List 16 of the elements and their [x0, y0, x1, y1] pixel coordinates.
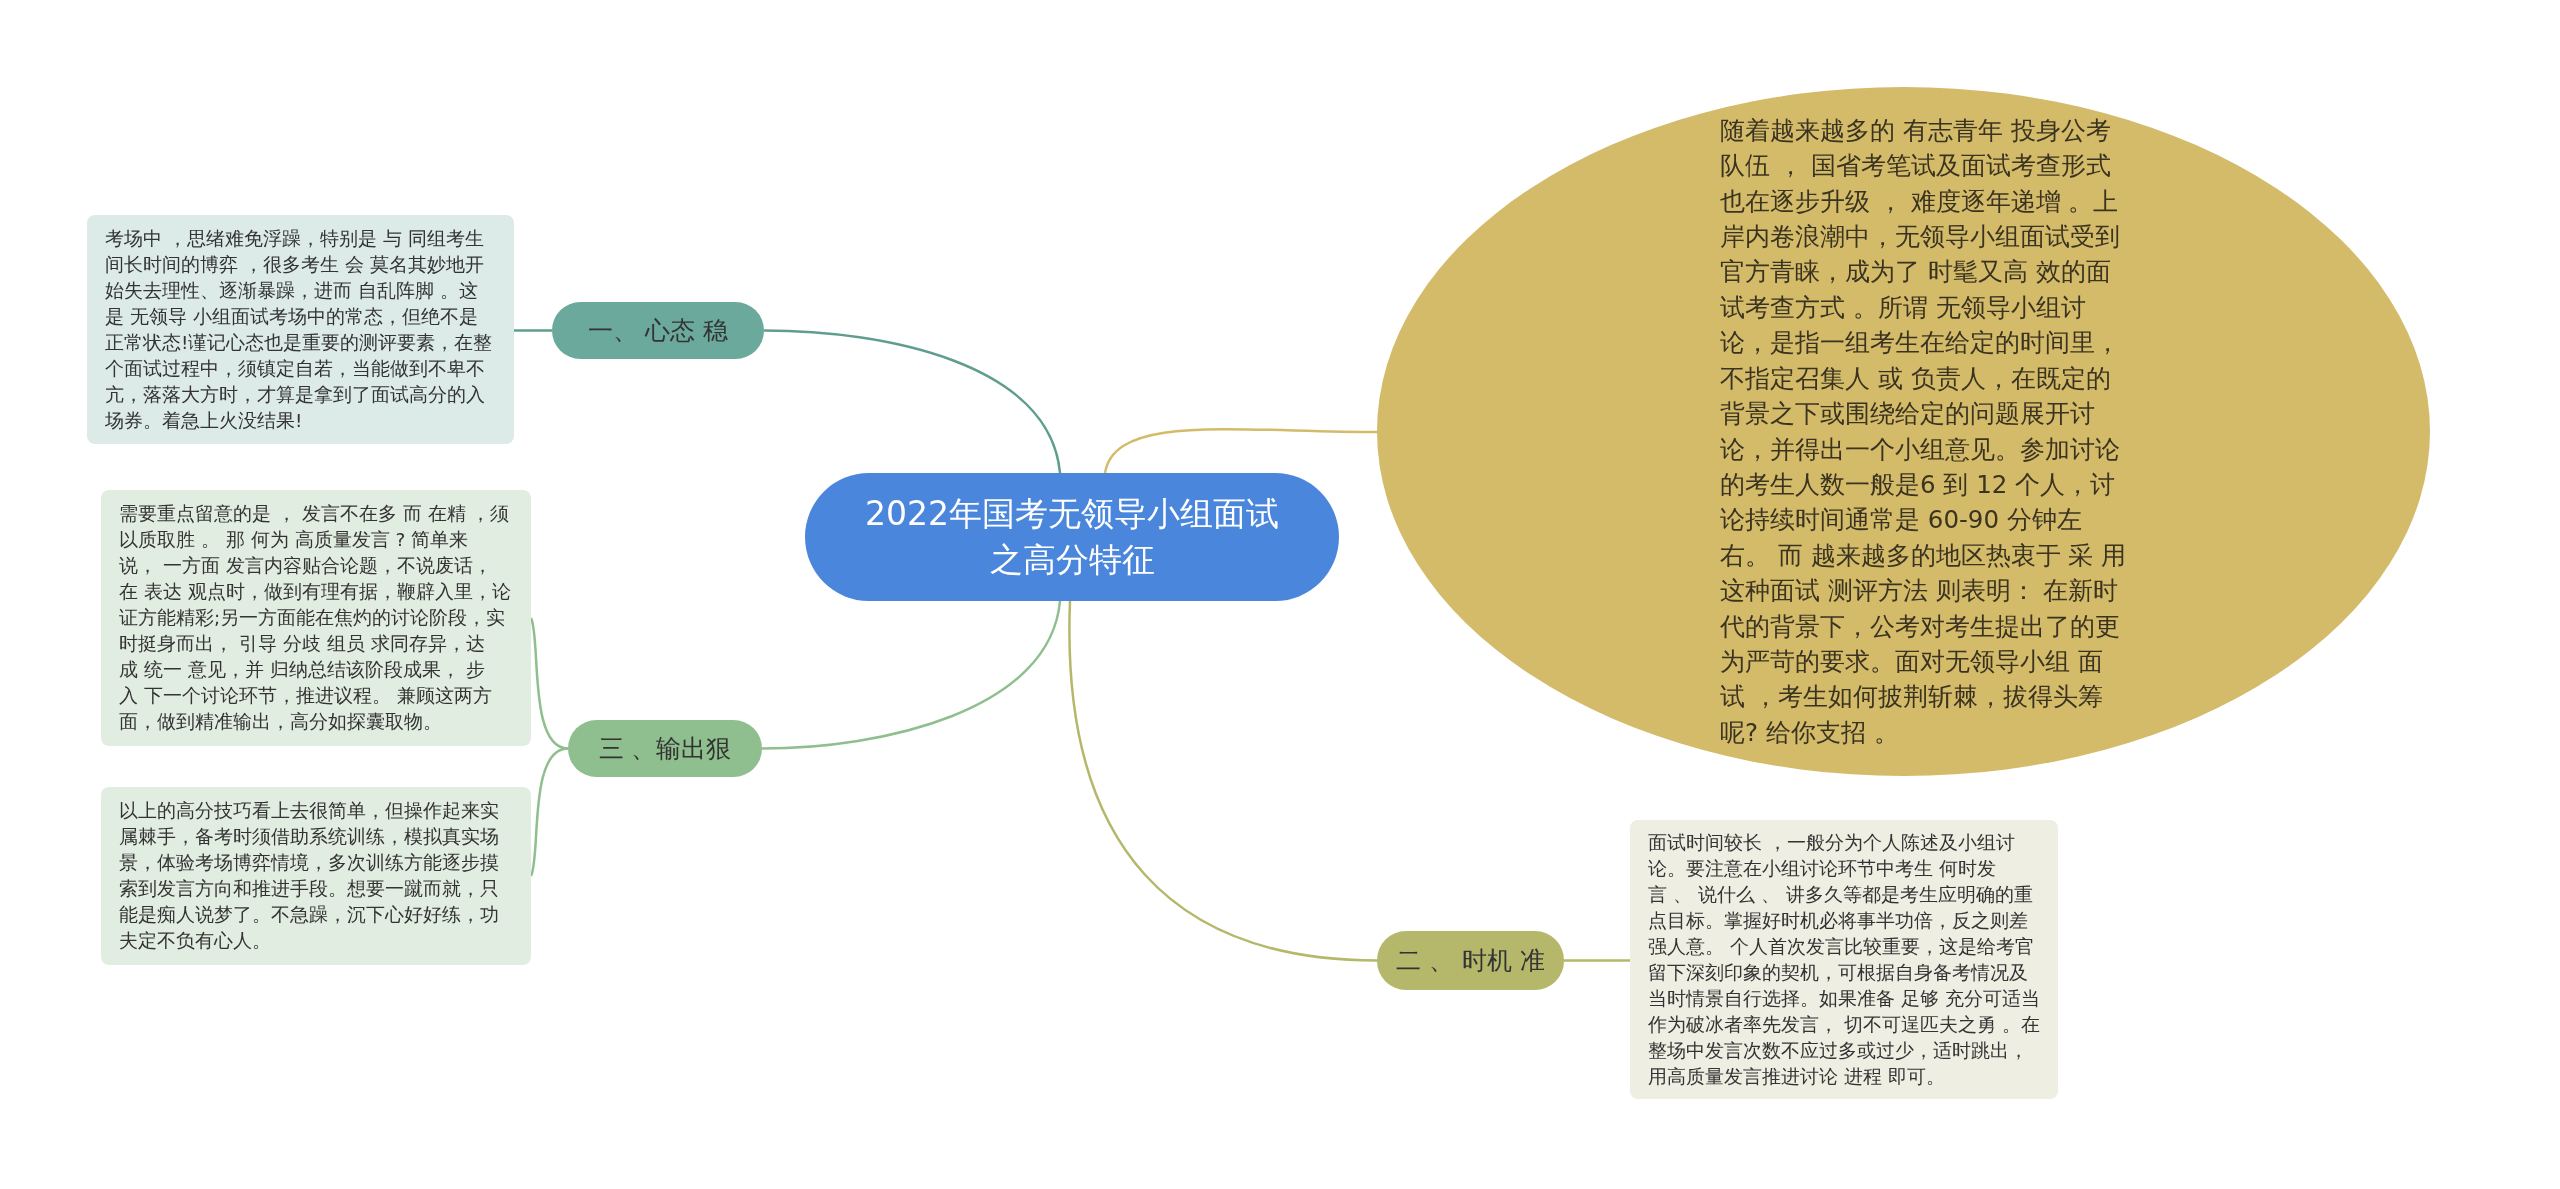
central-topic-box: 2022年国考无领导小组面试之高分特征 [805, 473, 1339, 601]
branch-topic-box: 二 、 时机 准 [1377, 931, 1564, 990]
oval-topic: 随着越来越多的 有志青年 投身公考队伍 ， 国省考笔试及面试考查形式也在逐步升级 ， 难度逐年递增 。上岸内卷浪潮中，无领导小组面试受到官方青睐，成为了 时髦又高 效的面试考查方式 。所谓 无领导小组讨论，是指一组考生在给定的时间里，不指定召集人 或 负责人，在既定的背景之下或围绕给定的问题展开讨论，并得出一个小组意见。参加讨论的考生人数一般是6 到 12 个人，讨论持续时间通常是 60-90 分钟左右。 而 越来越多的地区热衷于 采 用这种面试 测评方法 则表明： 在新时代的背景下，公考对考生提出了的更为严苛的要求。面对无领导小组 面试 ，考生如何披荆斩棘，拔得头筹呢? 给你支招 。 [1377, 87, 2430, 776]
branch-topic-box: 三 、输出狠 [568, 720, 762, 777]
note-box: 考场中 ，思绪难免浮躁，特别是 与 同组考生间长时间的博弈 ，很多考生 会 莫名其妙地开始失去理性、逐渐暴躁，进而 自乱阵脚 。这是 无领导 小组面试考场中的常态，但绝不是正常状态!谨记心态也是重要的测评要素，在整个面试过程中，须镇定自若，当能做到不卑不亢，落落大方时，才算是拿到了面试高分的入场券。着急上火没结果! [87, 215, 514, 444]
connector-line [763, 329, 1062, 474]
branch-topic-box: 一、 心态 稳 [552, 302, 764, 359]
connector-line [529, 747, 569, 877]
note-box: 以上的高分技巧看上去很简单，但操作起来实属棘手，备考时须借助系统训练，模拟真实场景，体验考场博弈情境，多次训练方能逐步摸索到发言方向和推进手段。想要一蹴而就，只能是痴人说梦了。不急躁，沉下心好好练，功夫定不负有心人。 [101, 787, 531, 965]
note-box: 需要重点留意的是 ， 发言不在多 而 在精 ，须以质取胜 。 那 何为 高质量发言 ? 简单来说， 一方面 发言内容贴合论题，不说废话，在 表达 观点时，做到有理有据，鞭辟入里，论证方能精彩;另一方面能在焦灼的讨论阶段，实时挺身而出， 引导 分歧 组员 求同存异，达成 统一 意见，并 归纳总结该阶段成果， 步入 下一个讨论环节，推进议程。 兼顾这两方面，做到精准输出，高分如探囊取物。 [101, 490, 531, 746]
connector-line [761, 600, 1062, 750]
connector-line [1103, 427, 1377, 474]
note-box: 面试时间较长 ，一般分为个人陈述及小组讨论。要注意在小组讨论环节中考生 何时发言 、 说什么 、 讲多久等都是考生应明确的重点目标。掌握好时机必将事半功倍，反之则差强人意。 个人首次发言比较重要，这是给考官留下深刻印象的契机，可根据自身备考情况及当时情景自行选择。如果准备 足够 充分可适当作为破冰者率先发言， 切不可逞匹夫之勇 。在整场中发言次数不应过多或过少，适时跳出，用高质量发言推进讨论 进程 即可。 [1630, 820, 2058, 1099]
connector-line [1564, 959, 1630, 962]
connector-line [514, 329, 552, 332]
connector-line [1068, 601, 1378, 962]
